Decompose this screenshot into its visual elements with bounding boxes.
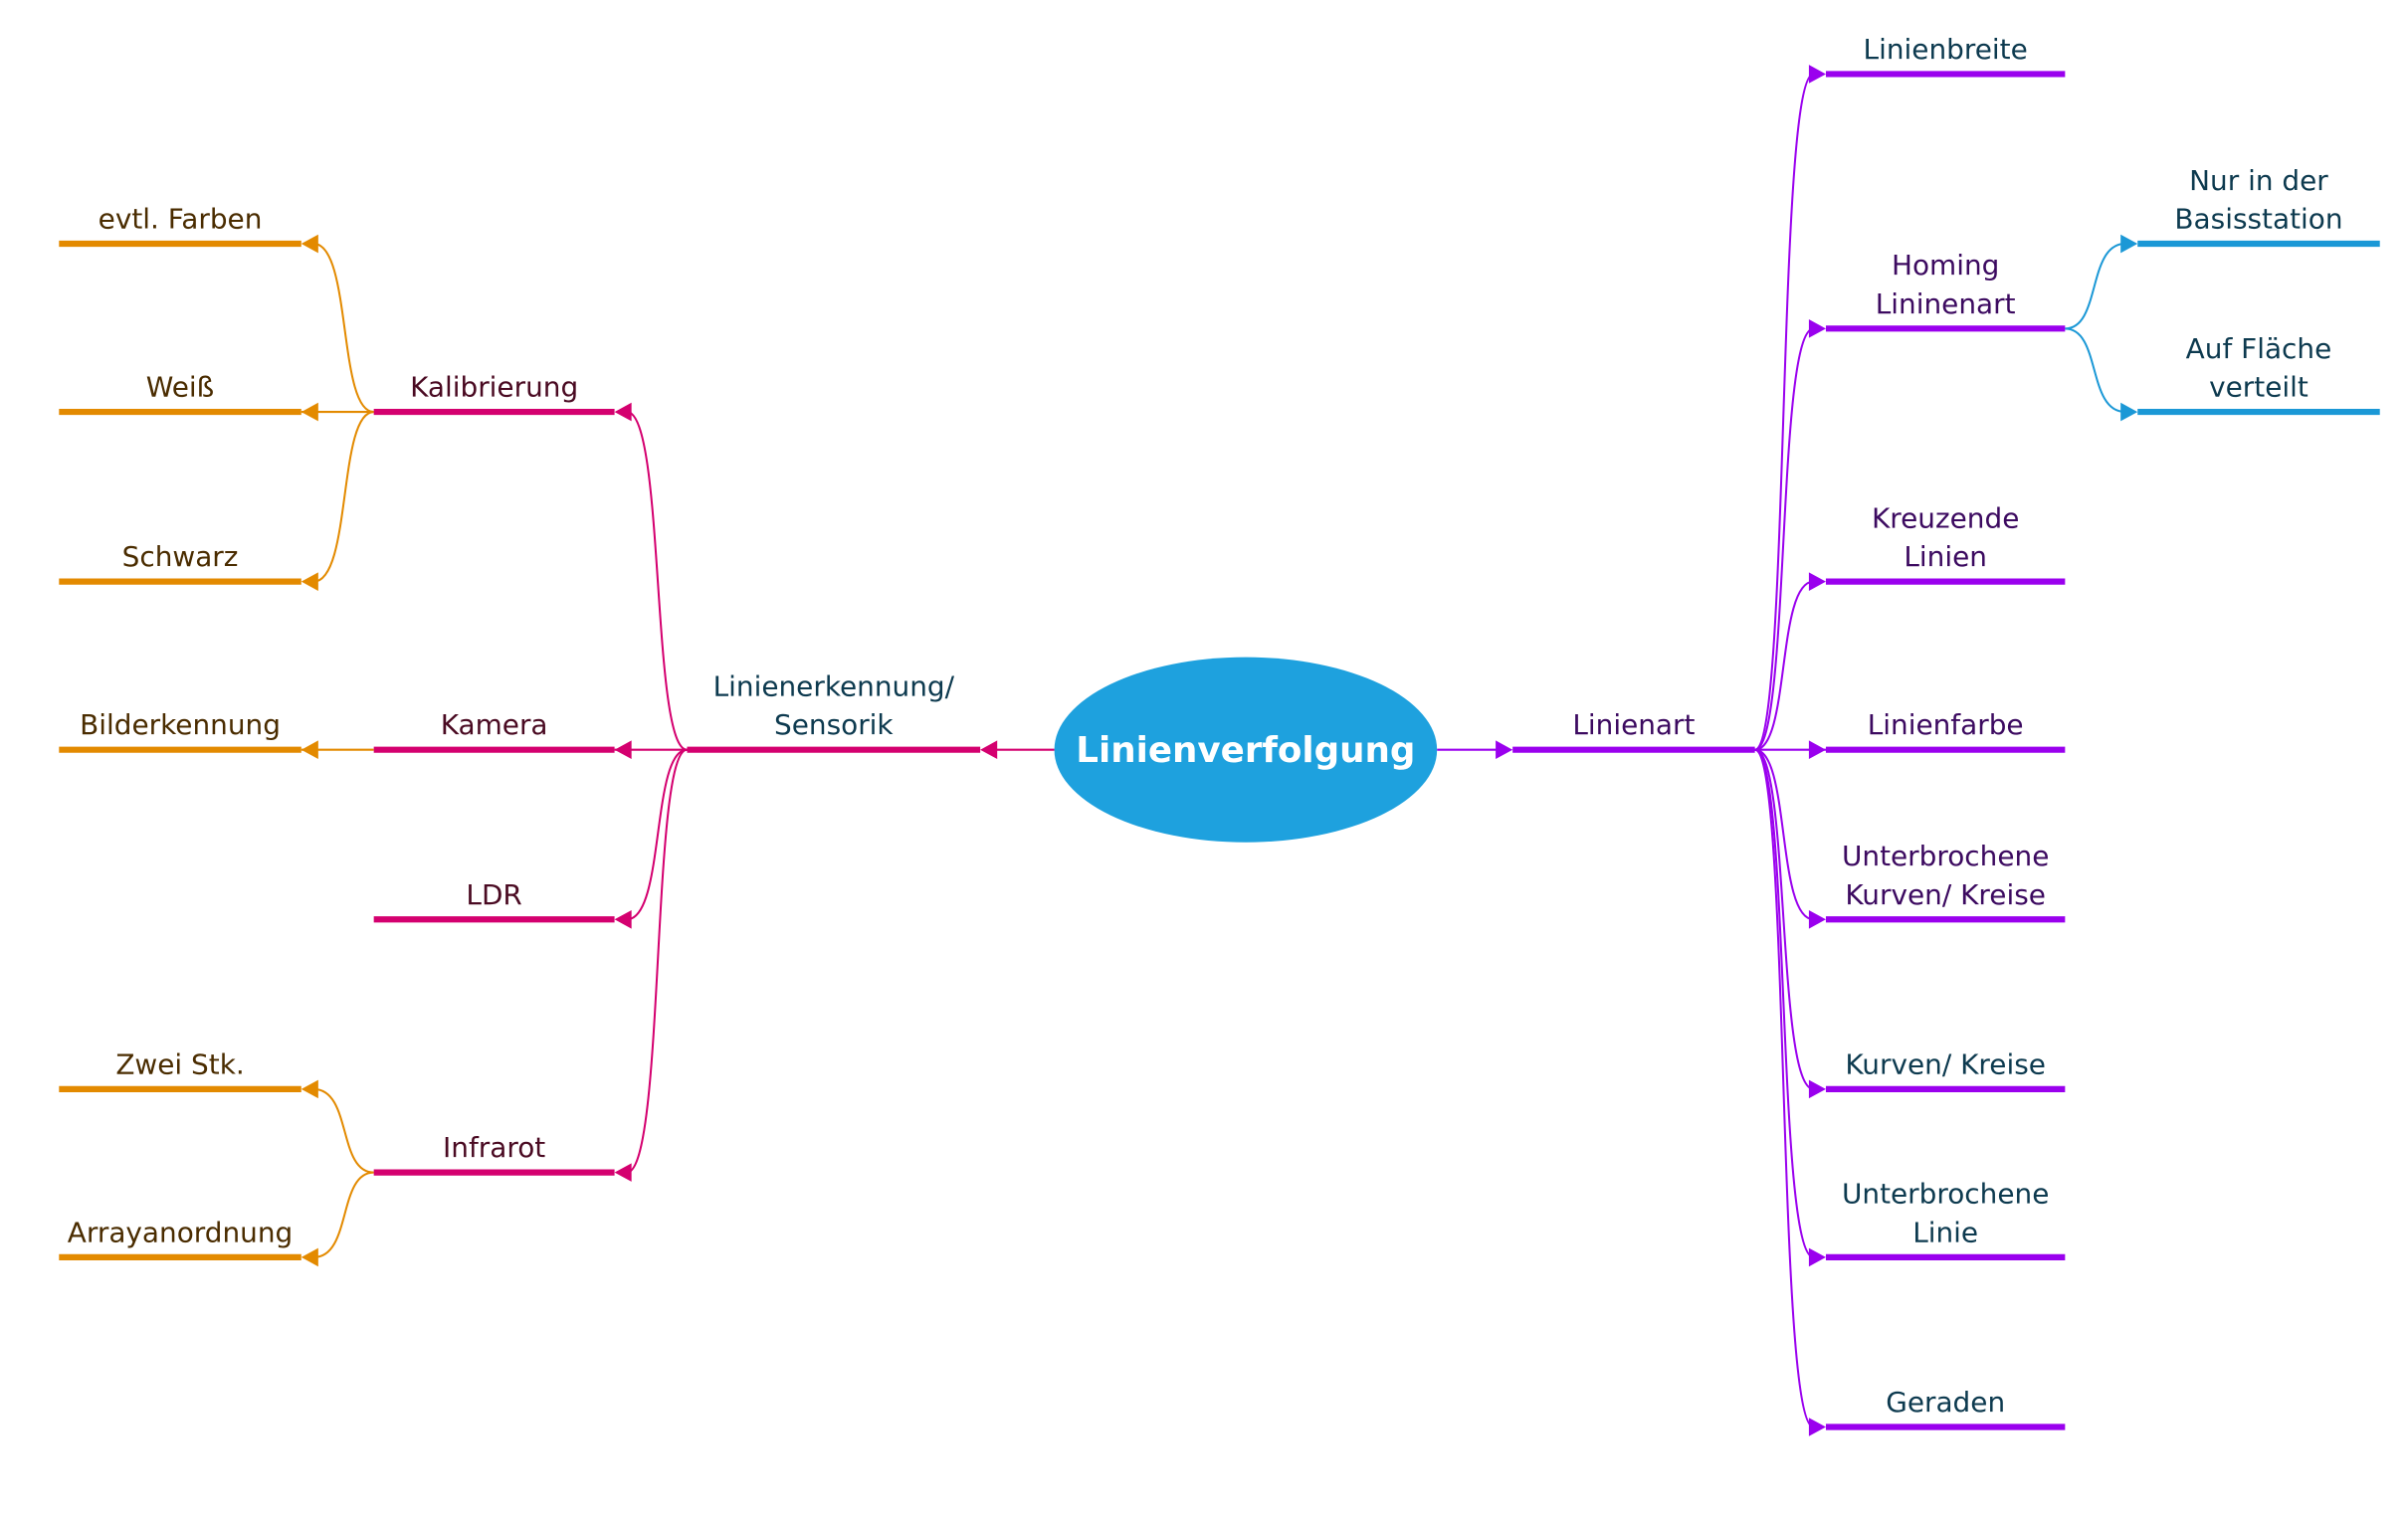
arrowhead-icon [1808,1247,1826,1267]
node-label: Bilderkennung [80,708,281,741]
node-label: verteilt [2209,371,2308,404]
root-ellipse [1054,657,1438,843]
arrowhead-icon [2120,234,2138,254]
connector-line [313,411,374,583]
node-label: Linienfarbe [1868,708,2024,741]
root-node[interactable]: Linienverfolgung [1054,657,1438,843]
arrowhead-icon [301,1079,318,1099]
arrowhead-icon [1808,1079,1826,1099]
node-label: Auf Fläche [2186,332,2332,365]
node-label: Infrarot [443,1131,545,1164]
arrowhead-icon [301,1247,318,1267]
connectors [301,65,2138,1436]
arrowhead-icon [2120,402,2138,422]
arrowhead-icon [1808,1418,1826,1436]
node-label: Linienbreite [1864,33,2028,66]
connector-line [313,243,374,414]
arrowhead-icon [1808,572,1826,591]
node-kurven-kreise[interactable]: Kurven/ Kreise [1825,1047,2066,1092]
node-zwei-stk[interactable]: Zwei Stk. [59,1047,301,1092]
node-label: LDR [466,878,521,911]
node-bilderkennung[interactable]: Bilderkennung [59,708,301,753]
connector-line [626,748,688,921]
connector-line [1754,748,1815,1428]
arrowhead-icon [1808,740,1826,759]
node-arrayanordnung[interactable]: Arrayanordnung [59,1216,301,1261]
root-label: Linienverfolgung [1076,730,1415,771]
connector-line [626,411,688,751]
node-kalibrierung[interactable]: Kalibrierung [373,371,615,416]
node-kamera[interactable]: Kamera [373,708,615,753]
arrowhead-icon [301,740,318,759]
arrowhead-icon [614,909,632,929]
arrowhead-icon [301,234,318,254]
node-label: Kurven/ Kreise [1845,878,2046,911]
node-linienfarbe[interactable]: Linienfarbe [1825,708,2066,753]
node-evtl-farben[interactable]: evtl. Farben [59,203,301,248]
node-label: Lininenart [1876,287,2016,320]
node-infrarot[interactable]: Infrarot [373,1131,615,1176]
node-label: Linienerkennung/ [713,669,955,702]
arrowhead-icon [1496,740,1513,759]
arrowhead-icon [614,740,632,759]
node-ldr[interactable]: LDR [373,878,615,923]
node-label: Linie [1912,1216,1978,1248]
arrowhead-icon [980,740,998,759]
node-linienerkennung-sensorik[interactable]: Linienerkennung/Sensorik [687,669,981,753]
connector-line [2065,243,2125,330]
arrowhead-icon [1808,65,1826,84]
node-label: Kreuzende [1872,501,2019,534]
node-label: Linienart [1572,708,1695,741]
connector-line [1754,748,1814,921]
connector-line [1754,73,1815,751]
node-auf-fläche-verteilt[interactable]: Auf Fläche verteilt [2137,332,2380,416]
node-label: Geraden [1886,1386,2005,1419]
connector-line [1754,327,1814,751]
node-label: Arrayanordnung [68,1216,294,1248]
node-label: Kamera [441,708,548,741]
arrowhead-icon [614,1163,632,1182]
node-label: Kurven/ Kreise [1845,1047,2046,1080]
arrowhead-icon [301,572,318,591]
arrowhead-icon [1808,909,1826,929]
connector-line [1754,580,1814,751]
node-schwarz[interactable]: Schwarz [59,540,301,585]
node-geraden[interactable]: Geraden [1825,1386,2066,1430]
node-label: Basisstation [2174,203,2342,236]
node-label: Schwarz [122,540,239,573]
node-weiß[interactable]: Weiß [59,371,301,416]
node-label: Linien [1904,540,1987,573]
arrowhead-icon [301,402,318,422]
node-linienbreite[interactable]: Linienbreite [1825,33,2066,78]
node-label: Homing [1892,249,1999,282]
connector-line [313,1171,374,1258]
node-label: Zwei Stk. [115,1047,244,1080]
node-label: Kalibrierung [410,371,578,404]
connector-line [2065,327,2125,414]
connector-line [313,1087,374,1174]
arrowhead-icon [1808,319,1826,338]
connector-line [626,748,688,1174]
arrowhead-icon [614,402,632,422]
node-label: Unterbrochene [1842,840,2049,872]
node-label: Unterbrochene [1842,1178,2049,1211]
node-label: Sensorik [774,708,894,741]
node-linienart[interactable]: Linienart [1512,708,1755,753]
node-label: Nur in der [2189,164,2328,197]
node-label: Weiß [146,371,214,404]
node-label: evtl. Farben [99,203,263,236]
connector-line [1754,748,1814,1258]
connector-line [1754,748,1814,1090]
